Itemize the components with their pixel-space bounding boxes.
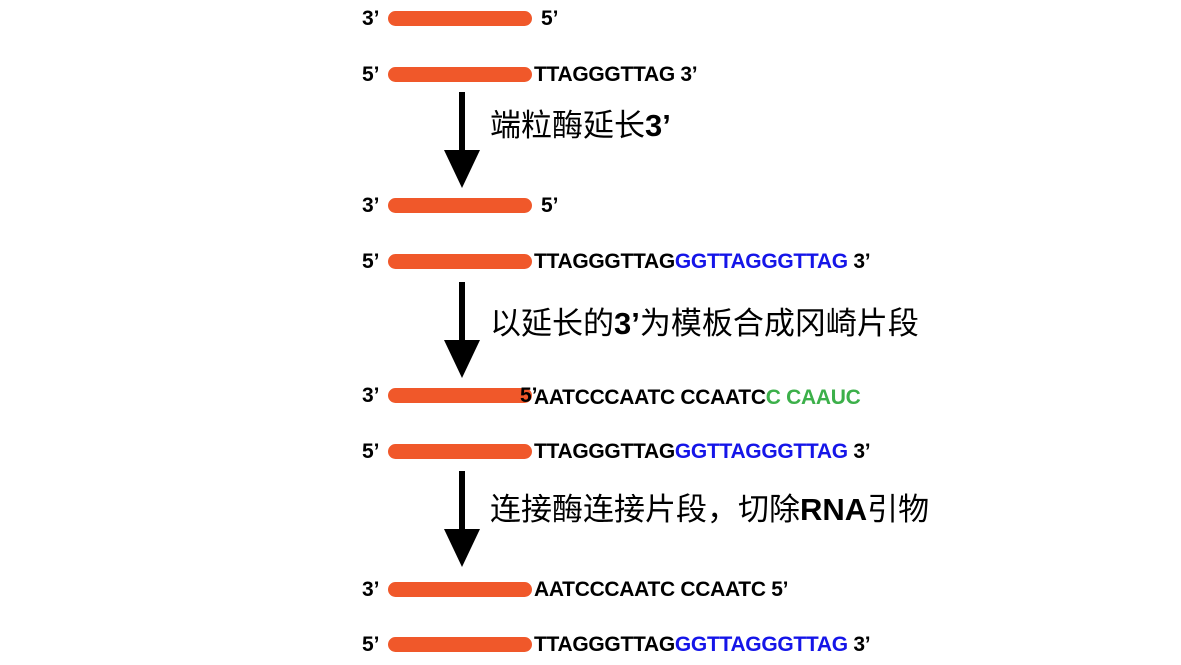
stage3-okazaki-5prime-label: 5’ bbox=[520, 384, 538, 407]
stage4-bottom-strand bbox=[388, 637, 532, 652]
stage2-top-right-label: 5’ bbox=[541, 194, 559, 217]
stage2-bottom-sequence: TTAGGGTTAGGGTTAGGGTTAG 3’ bbox=[534, 250, 871, 273]
stage4-top-strand bbox=[388, 582, 532, 597]
stage3-top-strand bbox=[388, 388, 532, 403]
stage4-extension: GGTTAGGGTTAG bbox=[674, 633, 848, 656]
stage2-top-strand bbox=[388, 198, 532, 213]
down-arrow-icon bbox=[444, 282, 480, 378]
stage1-bottom-sequence: TTAGGGTTAG 3’ bbox=[534, 63, 698, 86]
stage1-bottom-left-label: 5’ bbox=[362, 63, 380, 86]
stage1-top-strand bbox=[388, 11, 532, 26]
stage2-top-left-label: 3’ bbox=[362, 194, 380, 217]
rna-primer: C CAAUC bbox=[765, 386, 861, 409]
stage3-bottom-sequence: TTAGGGTTAGGGTTAGGGTTAG 3’ bbox=[534, 440, 871, 463]
down-arrow-icon bbox=[444, 92, 480, 188]
step2-caption: 以延长的3’为模板合成冈崎片段 bbox=[490, 306, 919, 342]
stage4-top-sequence: AATCCCAATC CCAATC 5’ bbox=[534, 578, 789, 601]
stage1-bottom-strand bbox=[388, 67, 532, 82]
stage4-top-left-label: 3’ bbox=[362, 578, 380, 601]
stage1-top-right-label: 5’ bbox=[541, 7, 559, 30]
down-arrow-icon bbox=[444, 471, 480, 567]
stage4-bottom-left-label: 5’ bbox=[362, 633, 380, 656]
stage2-extension: GGTTAGGGTTAG bbox=[674, 250, 848, 273]
stage4-bottom-sequence: TTAGGGTTAGGGTTAGGGTTAG 3’ bbox=[534, 633, 871, 656]
stage3-top-left-label: 3’ bbox=[362, 384, 380, 407]
step1-caption: 端粒酶延长3’ bbox=[490, 108, 671, 144]
stage1-top-left-label: 3’ bbox=[362, 7, 380, 30]
stage3-bottom-strand bbox=[388, 444, 532, 459]
stage3-okazaki-fragment: AATCCCAATC CCAATCC CAAUC bbox=[534, 386, 861, 409]
step3-caption: 连接酶连接片段，切除RNA引物 bbox=[490, 492, 930, 528]
stage2-bottom-strand bbox=[388, 254, 532, 269]
stage3-bottom-left-label: 5’ bbox=[362, 440, 380, 463]
stage3-extension: GGTTAGGGTTAG bbox=[674, 440, 848, 463]
stage2-bottom-left-label: 5’ bbox=[362, 250, 380, 273]
